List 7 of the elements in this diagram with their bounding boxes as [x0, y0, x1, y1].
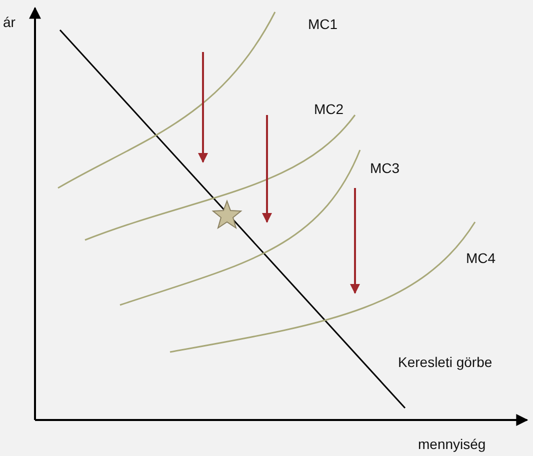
axis-label: mennyiség: [418, 436, 486, 452]
curve-label: MC1: [308, 16, 338, 32]
curve-label: MC2: [314, 101, 344, 117]
axis-label: ár: [3, 14, 16, 30]
curve-label: MC3: [370, 160, 400, 176]
curve-label: Keresleti görbe: [398, 354, 492, 370]
curve-label: MC4: [466, 250, 496, 266]
